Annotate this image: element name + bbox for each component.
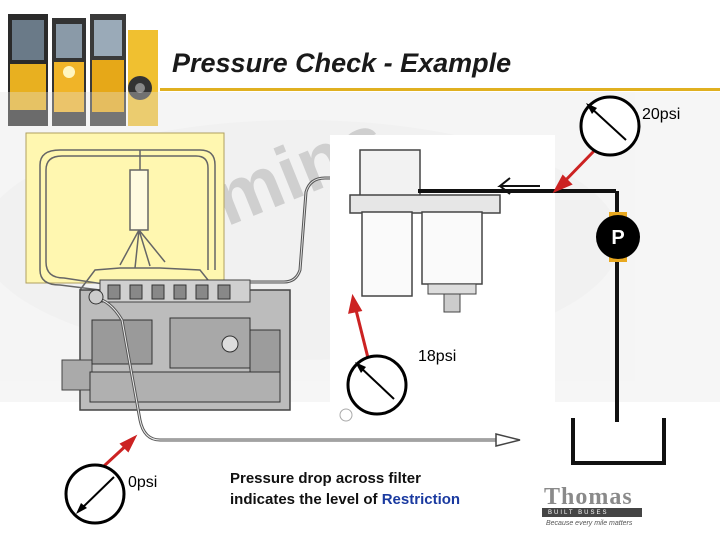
restriction-word: Restriction bbox=[381, 491, 461, 508]
red-indicator-lines bbox=[102, 148, 597, 468]
pump-circle bbox=[596, 215, 640, 259]
note-line-1: Pressure drop across filter bbox=[230, 470, 421, 487]
fuel-filter-assembly bbox=[330, 135, 555, 405]
gauge-top bbox=[579, 95, 641, 157]
registered-mark bbox=[339, 408, 353, 422]
gauge-middle-label: 18psi bbox=[418, 348, 457, 365]
title-underline bbox=[160, 88, 720, 91]
highlight-box bbox=[25, 132, 225, 284]
bus-photo-strip bbox=[0, 0, 160, 130]
slide-title: Pressure Check - Example bbox=[172, 48, 512, 78]
pump-return-fitting bbox=[88, 289, 104, 305]
gauge-bottom bbox=[64, 463, 126, 525]
thomas-logo-tagline: Because every mile matters bbox=[546, 520, 633, 527]
gauge-top-label: 20psi bbox=[642, 106, 681, 123]
restriction-note: Pressure drop across filter indicates th… bbox=[230, 468, 460, 510]
note-line-2: indicates the level of Restriction bbox=[230, 489, 460, 510]
injection-pump bbox=[61, 279, 291, 411]
thomas-logo-name: Thomas bbox=[544, 484, 633, 510]
thomas-logo-sub: BUILT BUSES bbox=[548, 510, 609, 516]
fuel-tank bbox=[571, 418, 666, 465]
note-line-2-prefix: indicates the level of bbox=[230, 491, 382, 508]
gauge-bottom-label: 0psi bbox=[128, 474, 158, 491]
flow-arrow-top bbox=[497, 177, 540, 195]
pump-label: P bbox=[611, 227, 624, 249]
return-pipe-inner bbox=[94, 297, 505, 441]
gauge-middle bbox=[346, 354, 408, 416]
injector-lines bbox=[39, 149, 216, 291]
flow-arrow-return bbox=[495, 433, 521, 447]
supply-pipe-inner bbox=[220, 177, 378, 283]
thomas-logo-graphic bbox=[542, 508, 642, 517]
